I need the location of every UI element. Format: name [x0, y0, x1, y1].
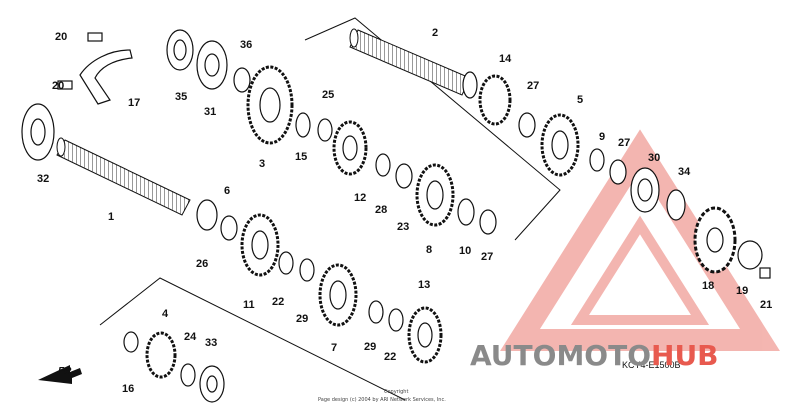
callout-11: 11: [243, 299, 255, 311]
callout-27b: 27: [618, 137, 630, 149]
callout-29b: 29: [364, 341, 376, 353]
callout-8: 8: [426, 244, 432, 256]
callout-19: 19: [736, 285, 748, 297]
callout-18: 18: [702, 280, 714, 292]
copyright-title: Copyright: [384, 389, 408, 395]
callout-4: 4: [162, 308, 169, 320]
lower-shaft-frame: [99, 277, 406, 401]
callout-12: 12: [354, 192, 366, 204]
callout-9: 9: [599, 131, 605, 143]
callout-17: 17: [128, 97, 140, 109]
callout-10: 10: [459, 245, 471, 257]
callout-27c: 27: [481, 251, 493, 263]
front-direction-arrow: FR.: [38, 365, 82, 384]
callout-16: 16: [122, 383, 134, 395]
upper-shaft-frame: [304, 17, 561, 241]
callout-33: 33: [205, 337, 217, 349]
callout-36: 36: [240, 39, 252, 51]
copyright-notice: Page design (c) 2004 by ARI Network Serv…: [318, 397, 446, 403]
callout-25: 25: [322, 89, 334, 101]
callout-2: 2: [432, 27, 438, 39]
callout-6: 6: [224, 185, 230, 197]
bracket-and-bolts: [57, 32, 771, 279]
callout-26: 26: [196, 258, 208, 270]
diagram-code: KCY4-E1500B: [622, 360, 681, 370]
direction-label: FR.: [58, 366, 74, 377]
callout-20a: 20: [55, 31, 67, 43]
gear-set: [21, 29, 763, 403]
callout-1: 1: [108, 211, 114, 223]
callout-32: 32: [37, 173, 49, 185]
callout-35: 35: [175, 91, 187, 103]
callout-24: 24: [184, 331, 197, 343]
callout-21: 21: [760, 299, 772, 311]
countershaft: [349, 28, 471, 96]
callout-29a: 29: [296, 313, 308, 325]
callout-7: 7: [331, 342, 337, 354]
callout-28: 28: [375, 204, 387, 216]
watermark-text: AUTOMOTOHUB: [470, 339, 719, 372]
callout-34: 34: [678, 166, 691, 178]
callout-3: 3: [259, 158, 265, 170]
callout-30: 30: [648, 152, 660, 164]
callout-27a: 27: [527, 80, 539, 92]
callout-labels: 20 20 17 32 1 35 31 36 3 25 15 12 28 23 …: [37, 27, 772, 395]
callout-13: 13: [418, 279, 430, 291]
callout-20b: 20: [52, 80, 64, 92]
callout-22a: 22: [272, 296, 284, 308]
callout-15: 15: [295, 151, 307, 163]
callout-23: 23: [397, 221, 409, 233]
callout-14: 14: [499, 53, 512, 65]
callout-22b: 22: [384, 351, 396, 363]
mainshaft: [56, 137, 191, 216]
callout-5: 5: [577, 94, 583, 106]
callout-31: 31: [204, 106, 216, 118]
